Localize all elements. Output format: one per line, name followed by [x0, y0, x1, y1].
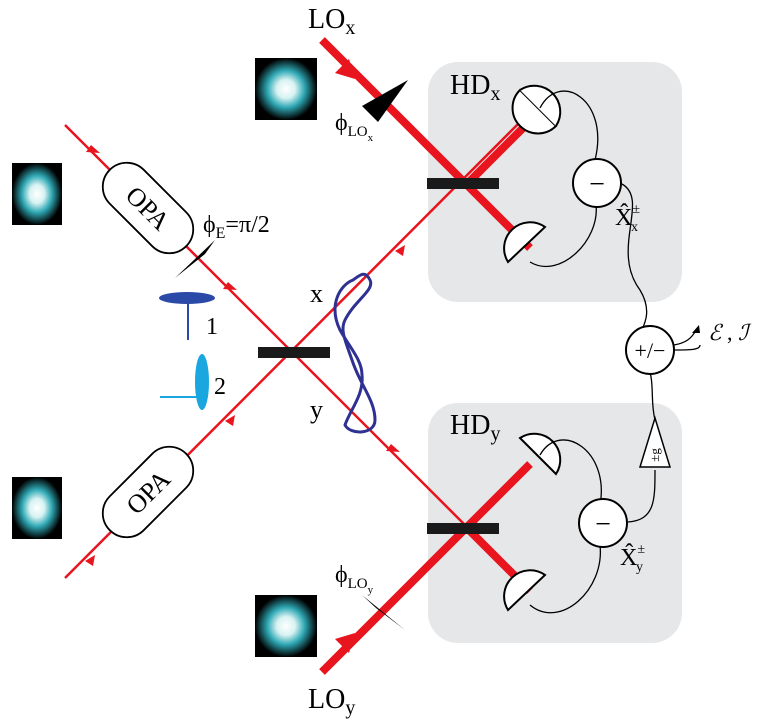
- lo-y-label: LOy: [308, 684, 355, 719]
- beam-splitter-y: [427, 523, 499, 534]
- sum-difference-node: [625, 325, 675, 375]
- photodetector-y-bottom: [503, 569, 547, 612]
- waveplate-2: [195, 354, 209, 410]
- output-e: ℰ: [708, 320, 724, 345]
- beam-arrows: [85, 145, 405, 566]
- gain-amplifier: [638, 415, 672, 468]
- beam-splitter-x: [427, 178, 499, 189]
- hd-x-label: HDx: [450, 70, 500, 105]
- beam-profile-top-left: [12, 163, 62, 225]
- output-arrowhead: [692, 325, 700, 333]
- beam-profile-lox: [255, 58, 317, 120]
- waveplate-1: [159, 292, 215, 304]
- waveplate-1-label: 1: [206, 314, 218, 340]
- phase-shifter-lox: [362, 80, 408, 122]
- mode-y-label: y: [310, 395, 323, 424]
- xhat-x-label: X̂±x: [615, 202, 640, 235]
- beam-profile-loy: [255, 595, 317, 657]
- phi-lox-label: ϕLOx: [335, 110, 374, 144]
- subtractor-x: [572, 158, 622, 208]
- lo-arrows: [335, 59, 355, 653]
- detector-box-x: [428, 62, 682, 302]
- lo-x-label: LOx: [308, 4, 355, 39]
- xhat-y-label: X̂±y: [620, 542, 645, 575]
- photodetector-x-bottom: [503, 221, 547, 264]
- waveplate-2-label: 2: [214, 374, 226, 400]
- gain-amplifier-label: ±g: [647, 448, 662, 462]
- phase-shifter-loy: [362, 595, 405, 630]
- photodetector-x-top: [511, 88, 558, 135]
- output-i: ℐ: [738, 320, 752, 345]
- lo-beams: [319, 37, 533, 675]
- subtractor-x-sign: −: [589, 169, 605, 200]
- phase-e-label: ϕE=π/2: [203, 212, 270, 242]
- phase-shifter-e: [175, 240, 215, 278]
- sum-difference-label: +/−: [635, 338, 666, 363]
- mode-x-label: x: [310, 279, 323, 308]
- beam-profile-bottom-left: [12, 477, 62, 539]
- detector-box-y: [428, 403, 682, 643]
- figure-eight-entanglement: [333, 272, 377, 434]
- phi-loy-label: ϕLOy: [335, 562, 374, 596]
- opa-bottom: OPA: [101, 445, 195, 539]
- hd-y-label: HDy: [450, 410, 500, 445]
- output-sep: ,: [727, 320, 733, 345]
- beam-splitter-center: [258, 347, 330, 358]
- subtractor-y: [578, 498, 628, 548]
- subtractor-y-sign: −: [595, 509, 611, 540]
